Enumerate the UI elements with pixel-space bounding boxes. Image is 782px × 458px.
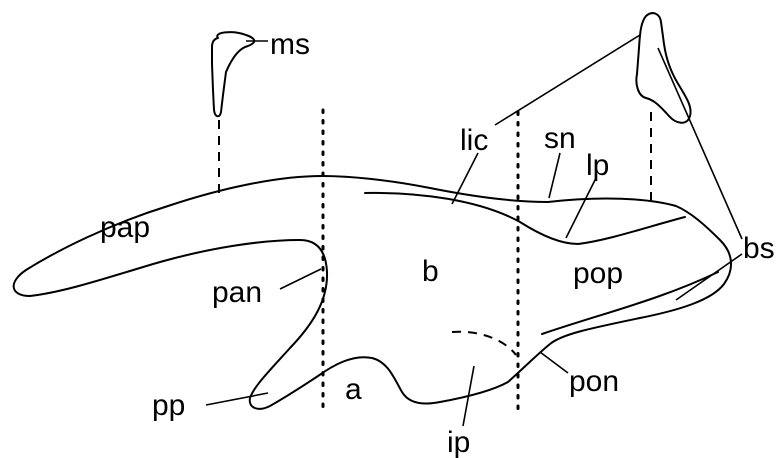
lic-leader-to-bone <box>451 152 479 205</box>
bs-leader-lower <box>675 253 743 301</box>
pp-leader <box>205 392 269 406</box>
label-a: a <box>345 373 362 406</box>
pon-leader <box>539 351 569 374</box>
bs-scar-line <box>541 271 719 335</box>
ms-element-outline <box>211 31 256 118</box>
label-b: b <box>422 255 439 288</box>
main-bone-outline <box>12 175 732 410</box>
label-pap: pap <box>100 211 150 244</box>
label-lic: lic <box>460 124 488 157</box>
label-bs: bs <box>743 232 775 265</box>
lic-leader-to-top-right-element <box>494 34 641 126</box>
label-pon: pon <box>569 365 619 398</box>
label-ms: ms <box>270 28 310 61</box>
ip-leader <box>462 365 475 427</box>
label-sn: sn <box>544 122 576 155</box>
label-pop: pop <box>573 257 623 290</box>
ip-dashed-arc <box>451 330 517 356</box>
bs-element-outline <box>635 12 692 124</box>
label-ip: ip <box>447 426 470 458</box>
lic-internal-line <box>364 191 686 245</box>
label-pan: pan <box>212 276 262 309</box>
pan-leader <box>279 268 322 290</box>
lp-leader <box>565 177 597 239</box>
label-lp: lp <box>586 149 609 182</box>
bs-leader-upper <box>657 47 743 240</box>
sn-leader <box>548 152 561 199</box>
label-pp: pp <box>152 389 185 422</box>
